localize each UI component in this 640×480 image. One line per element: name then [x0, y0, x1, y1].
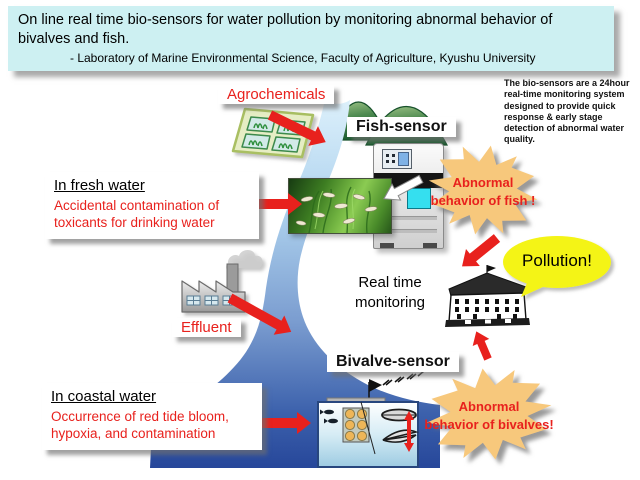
abnormal-fish-text: Abnormal behavior of fish !: [430, 175, 536, 208]
machine-display: [382, 149, 412, 169]
effluent-label: Effluent: [172, 318, 241, 337]
page-title: On line real time bio-sensors for water …: [18, 12, 553, 47]
aquarium-fish: [295, 192, 378, 226]
machine-button: [386, 154, 389, 157]
machine-button: [392, 154, 395, 157]
machine-foot: [423, 243, 437, 248]
aquarium-photo: [288, 178, 392, 234]
bivalve-sensor-label: Bivalve-sensor: [327, 352, 459, 372]
title-banner: On line real time bio-sensors for water …: [8, 6, 614, 71]
affiliation: - Laboratory of Marine Environmental Sci…: [70, 50, 536, 65]
coastalwater-body: Occurrence of red tide bloom, hypoxia, a…: [51, 408, 229, 441]
machine-button: [392, 160, 395, 163]
machine-foot: [380, 243, 394, 248]
agrochemicals-label: Agrochemicals: [218, 85, 335, 104]
freshwater-body: Accidental contamination of toxicants fo…: [54, 197, 220, 230]
freshwater-heading: In fresh water: [54, 177, 145, 194]
machine-button: [386, 160, 389, 163]
machine-drawer: [378, 216, 437, 220]
fish-sensor-label: Fish-sensor: [347, 117, 456, 137]
machine-display-screen: [398, 152, 409, 166]
real-time-monitoring-label: Real time monitoring: [354, 274, 426, 311]
biosensor-note: The bio-sensors are a 24hour real-time m…: [504, 78, 630, 145]
abnormal-bivalves-text: Abnormal behavior of bivalves!: [424, 399, 554, 432]
aquarium-art: [295, 186, 378, 233]
coastalwater-callout: In coastal water Occurrence of red tide …: [42, 383, 262, 450]
coastalwater-heading: In coastal water: [51, 388, 157, 405]
river-sea-shape: [150, 100, 440, 468]
freshwater-callout: In fresh water Accidental contamination …: [45, 172, 259, 239]
machine-drawer: [378, 229, 437, 233]
pollution-label: Pollution!: [522, 251, 592, 270]
